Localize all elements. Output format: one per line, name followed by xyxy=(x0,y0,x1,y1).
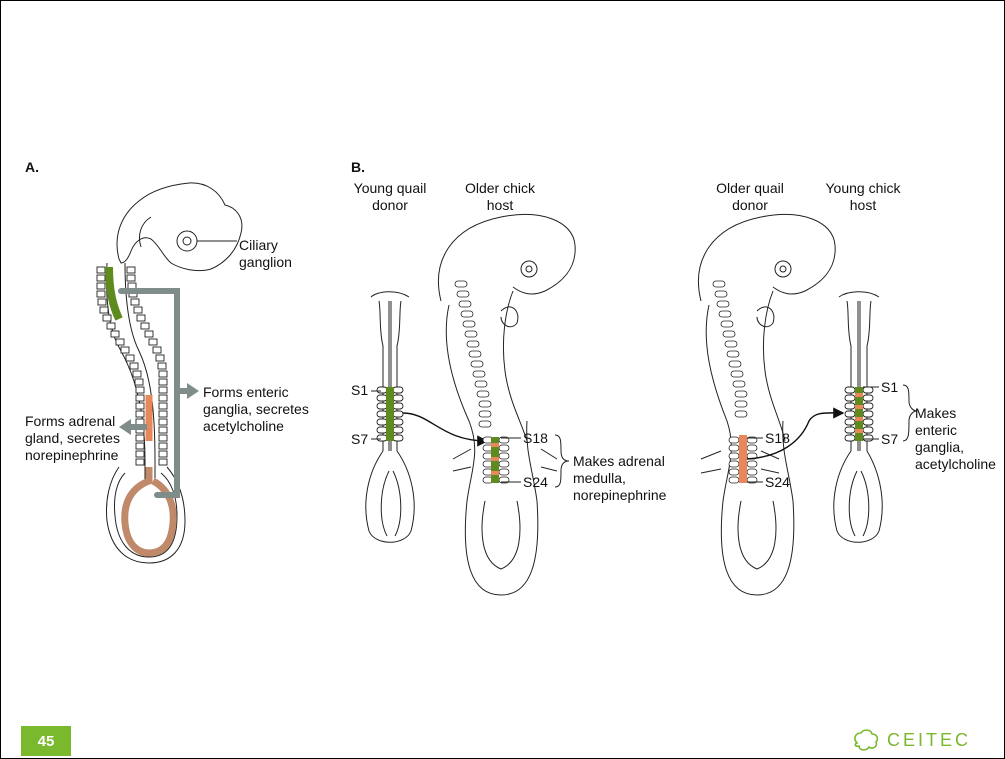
young-chick-host-label: Young chick host xyxy=(813,180,913,214)
young-quail-graft xyxy=(386,387,394,441)
s1b-label: S1 xyxy=(881,379,898,396)
adrenal-line-2: gland, secretes xyxy=(25,430,120,447)
adrenal-result-line-1: Makes adrenal xyxy=(573,453,666,470)
enteric-line-1: Forms enteric xyxy=(203,384,309,401)
ceitec-logo: CEITEC xyxy=(853,729,971,751)
s24-label: S24 xyxy=(523,474,548,491)
older-quail-line-2: donor xyxy=(705,197,795,214)
adrenal-brace xyxy=(555,435,569,487)
adrenal-line-1: Forms adrenal xyxy=(25,413,120,430)
adrenal-result-line-3: norepinephrine xyxy=(573,487,666,504)
older-chick-line-1: Older chick xyxy=(455,180,545,197)
adrenal-result-label: Makes adrenal medulla, norepinephrine xyxy=(573,453,666,504)
older-chick-host-embryo xyxy=(439,215,576,595)
panel-a-sacral-crest xyxy=(125,467,174,553)
s18-label: S18 xyxy=(523,430,548,447)
s24b-label: S24 xyxy=(765,474,790,491)
enteric-result-line-2: enteric xyxy=(915,422,996,439)
older-quail-donor-embryo xyxy=(699,215,836,595)
older-chick-line-2: host xyxy=(455,197,545,214)
s18b-label: S18 xyxy=(765,430,790,447)
older-quail-line-1: Older quail xyxy=(705,180,795,197)
enteric-label: Forms enteric ganglia, secretes acetylch… xyxy=(203,384,309,435)
older-chick-somites xyxy=(455,281,509,483)
ceitec-logo-text: CEITEC xyxy=(887,730,971,751)
ciliary-label: Ciliary ganglion xyxy=(239,237,292,271)
adrenal-line-3: norepinephrine xyxy=(25,447,120,464)
panel-a-enteric-arrowhead xyxy=(187,383,199,399)
older-quail-graft xyxy=(739,435,747,483)
graft-arrow-1 xyxy=(403,413,487,441)
older-chick-host-label: Older chick host xyxy=(455,180,545,214)
ciliary-line-2: ganglion xyxy=(239,254,292,271)
young-quail-line-2: donor xyxy=(345,197,435,214)
young-chick-line-1: Young chick xyxy=(813,180,913,197)
enteric-result-line-1: Makes xyxy=(915,405,996,422)
enteric-line-3: acetylcholine xyxy=(203,418,309,435)
adrenal-result-line-2: medulla, xyxy=(573,470,666,487)
panel-a-label: A. xyxy=(25,159,39,176)
enteric-result-label: Makes enteric ganglia, acetylcholine xyxy=(915,405,996,473)
young-quail-line-1: Young quail xyxy=(345,180,435,197)
s1-label: S1 xyxy=(351,382,368,399)
s7b-label: S7 xyxy=(881,431,898,448)
panel-b-label: B. xyxy=(351,159,365,176)
graft-arrow-2 xyxy=(747,413,843,459)
ciliary-line-1: Ciliary xyxy=(239,237,292,254)
enteric-line-2: ganglia, secretes xyxy=(203,401,309,418)
older-quail-somites xyxy=(713,281,757,483)
young-chick-line-2: host xyxy=(813,197,913,214)
young-quail-donor-label: Young quail donor xyxy=(345,180,435,214)
enteric-result-line-3: ganglia, xyxy=(915,439,996,456)
older-quail-donor-label: Older quail donor xyxy=(705,180,795,214)
older-chick-limb-buds xyxy=(453,449,557,471)
panel-a-vagal-crest xyxy=(109,267,119,319)
adrenal-label: Forms adrenal gland, secretes norepineph… xyxy=(25,413,120,464)
s7-label: S7 xyxy=(351,431,368,448)
page-number-badge: 45 xyxy=(21,726,71,756)
panel-a-adrenal-arrowhead xyxy=(119,419,131,435)
enteric-result-line-4: acetylcholine xyxy=(915,456,996,473)
